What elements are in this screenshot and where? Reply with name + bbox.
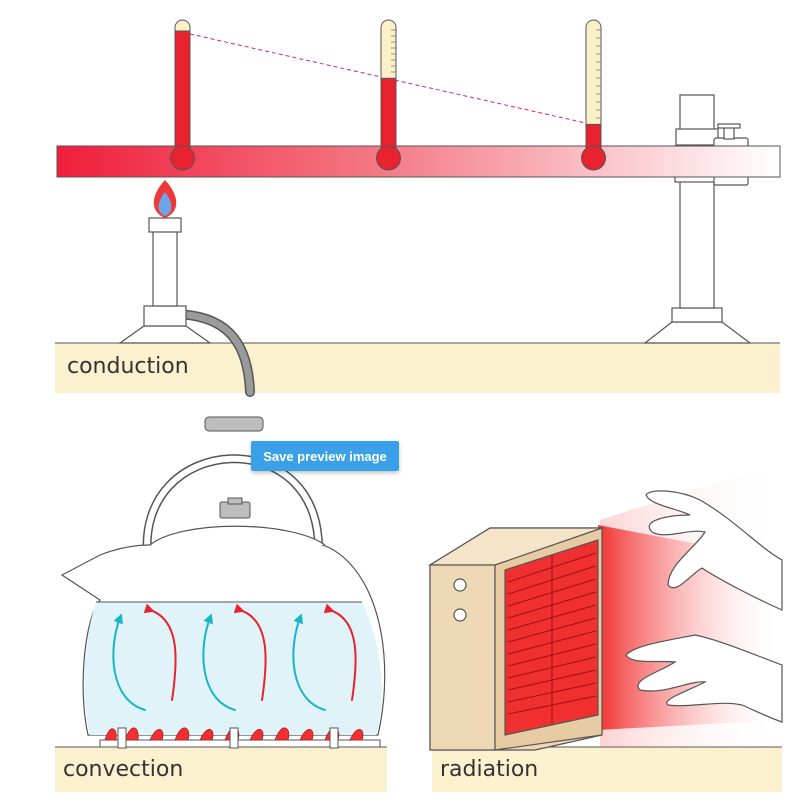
metal-rod — [56, 145, 781, 178]
thermometer-middle — [376, 19, 401, 171]
convection-current-right — [292, 603, 357, 711]
retort-stand — [643, 94, 752, 344]
save-preview-image-button[interactable]: Save preview image — [251, 441, 399, 471]
upper-hand — [645, 490, 783, 611]
thermometer-near — [170, 19, 195, 171]
convection-current-middle — [202, 603, 267, 711]
convection-label: convection — [63, 757, 184, 782]
conduction-label: conduction — [67, 354, 189, 379]
convection-current-left — [112, 603, 177, 711]
heater-knob-bottom — [453, 608, 467, 622]
bunsen-burner — [118, 180, 255, 397]
radiation-ground — [432, 747, 782, 792]
heater-grille — [507, 552, 597, 724]
radiation-label: radiation — [440, 757, 539, 782]
lower-hand — [625, 634, 783, 723]
conduction-ground — [55, 343, 780, 393]
kettle-water — [84, 602, 382, 735]
convection-ground — [55, 747, 387, 792]
heater-knob-top — [453, 578, 467, 592]
conduction-panel — [55, 19, 781, 397]
thermometer-far — [581, 19, 606, 171]
radiation-panel — [427, 462, 783, 792]
convection-panel — [55, 416, 387, 792]
electric-heater — [427, 527, 605, 751]
